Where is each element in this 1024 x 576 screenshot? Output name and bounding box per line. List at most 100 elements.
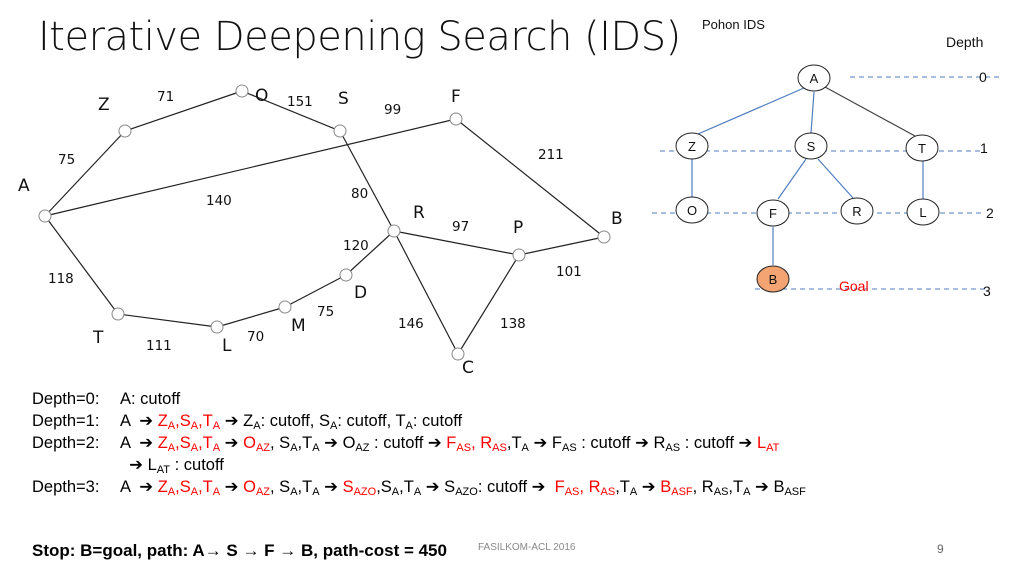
map-roads xyxy=(44,90,605,355)
depth-number-3: 3 xyxy=(983,283,991,299)
depth-number-2: 2 xyxy=(986,205,994,221)
trace-depth-1: Depth=1:A ➔ ZA,SA,TA ➔ ZA: cutoff, SA: c… xyxy=(32,412,463,432)
tree-edge-A-T xyxy=(824,86,916,137)
arrow-icon: ➔ xyxy=(224,434,239,452)
city-label-A: A xyxy=(18,176,30,196)
road-R-C xyxy=(393,230,459,355)
arrow-icon: ➔ xyxy=(635,434,649,452)
city-marker-M xyxy=(278,300,292,314)
tree-node-R: R xyxy=(840,197,874,225)
city-marker-Z xyxy=(118,124,132,138)
tree-node-O: O xyxy=(675,196,709,224)
slide-footer: FASILKOM-ACL 2016 xyxy=(478,542,576,553)
road-A-F xyxy=(44,118,457,217)
cost-S-R: 80 xyxy=(351,186,368,202)
cost-O-S: 151 xyxy=(287,94,313,110)
cost-A-F: 140 xyxy=(206,193,232,209)
map-road-costs: 75 71 151 140 80 211 97 101 99 120 75 70… xyxy=(48,89,582,354)
city-label-R: R xyxy=(413,203,425,223)
tree-node-A: A xyxy=(797,64,831,92)
city-label-O: O xyxy=(255,86,268,106)
road-A-Z xyxy=(44,130,126,217)
city-marker-O xyxy=(235,84,249,98)
depth-guides xyxy=(652,76,1000,290)
ids-trace: Depth=0:A: cutoff Depth=1:A ➔ ZA,SA,TA ➔… xyxy=(32,388,806,498)
arrow-icon: ➔ xyxy=(755,478,769,496)
city-label-C: C xyxy=(462,358,474,378)
trace-depth-0: Depth=0:A: cutoff xyxy=(32,390,181,408)
page-title: Iterative Deepening Search (IDS) xyxy=(38,14,681,60)
city-marker-T xyxy=(111,307,125,321)
arrow-icon: ➔ xyxy=(139,412,154,430)
road-L-T xyxy=(117,313,218,328)
tree-node-label-L: L xyxy=(919,205,926,220)
arrow-icon: ➔ xyxy=(139,478,154,496)
city-label-D: D xyxy=(354,283,367,303)
city-label-P: P xyxy=(513,218,523,238)
cost-P-C: 138 xyxy=(500,316,526,332)
stop-summary: Stop: B=goal, path: A→ S → F → B, path-c… xyxy=(32,541,447,560)
city-marker-D xyxy=(339,268,353,282)
cost-R-C: 146 xyxy=(398,316,424,332)
depth-header: Depth xyxy=(946,34,983,50)
tree-node-label-S: S xyxy=(807,139,816,154)
arrow-icon: ➔ xyxy=(425,478,440,496)
arrow-icon: ➔ xyxy=(427,434,442,452)
tree-node-label-B: B xyxy=(769,272,778,287)
road-R-P xyxy=(393,230,520,256)
city-label-T: T xyxy=(92,328,104,348)
tree-edge-A-S xyxy=(810,91,815,134)
city-label-Z: Z xyxy=(98,95,110,115)
road-S-R xyxy=(339,130,395,232)
road-P-C xyxy=(457,254,520,355)
arrow-icon: ➔ xyxy=(224,478,239,496)
road-M-L xyxy=(216,306,286,328)
tree-node-label-R: R xyxy=(852,204,861,219)
tree-edge-S-F xyxy=(777,158,807,200)
depth-number-0: 0 xyxy=(979,69,987,85)
arrow-icon: ➔ xyxy=(533,434,548,452)
road-R-D xyxy=(345,230,395,276)
depth-numbers: 0 1 2 3 xyxy=(979,69,994,299)
tree-title: Pohon IDS xyxy=(702,17,765,32)
tree-node-label-F: F xyxy=(769,206,777,221)
tree-node-S: S xyxy=(794,132,828,160)
tree-node-label-Z: Z xyxy=(688,139,696,154)
trace-depth-2: Depth=2:A ➔ ZA,SA,TA ➔ OAZ, SA,TA ➔ OAZ … xyxy=(32,434,780,454)
cost-R-P: 97 xyxy=(452,219,469,235)
arrow-icon: ➔ xyxy=(139,434,154,452)
road-T-A xyxy=(44,215,119,315)
depth-number-1: 1 xyxy=(980,140,988,156)
cost-F-B: 211 xyxy=(538,147,564,163)
tree-node-F: F xyxy=(756,199,790,227)
tree-node-Z: Z xyxy=(675,132,709,160)
arrow-icon: ➔ xyxy=(641,478,656,496)
city-marker-F xyxy=(449,112,463,126)
tree-node-B-goal: B xyxy=(756,265,790,293)
arrow-icon: ➔ xyxy=(324,434,338,452)
city-marker-P xyxy=(512,248,526,262)
cost-T-A: 118 xyxy=(48,271,74,287)
city-label-M: M xyxy=(291,316,306,336)
cost-S-F: 99 xyxy=(384,102,401,118)
road-F-B xyxy=(455,118,605,238)
arrow-icon: ➔ xyxy=(738,434,753,452)
tree-node-label-A: A xyxy=(810,71,819,86)
trace-depth-3: Depth=3:A ➔ ZA,SA,TA ➔ OAZ, SA,TA ➔ SAZO… xyxy=(32,478,806,498)
cost-D-M: 75 xyxy=(317,304,334,320)
tree-edge-A-Z xyxy=(697,87,805,135)
tree-edges xyxy=(691,86,924,265)
city-marker-L xyxy=(210,320,224,334)
cost-P-B: 101 xyxy=(556,264,582,280)
arrow-icon: ➔ xyxy=(129,456,143,474)
city-label-L: L xyxy=(222,336,232,356)
cost-R-D: 120 xyxy=(343,238,369,254)
road-Z-O xyxy=(124,90,243,132)
goal-label: Goal xyxy=(839,278,869,294)
page-number: 9 xyxy=(937,542,944,556)
tree-node-T: T xyxy=(905,134,939,162)
arrow-icon: ➔ xyxy=(531,478,546,496)
tree-edge-S-R xyxy=(817,158,854,199)
road-D-M xyxy=(284,274,347,308)
